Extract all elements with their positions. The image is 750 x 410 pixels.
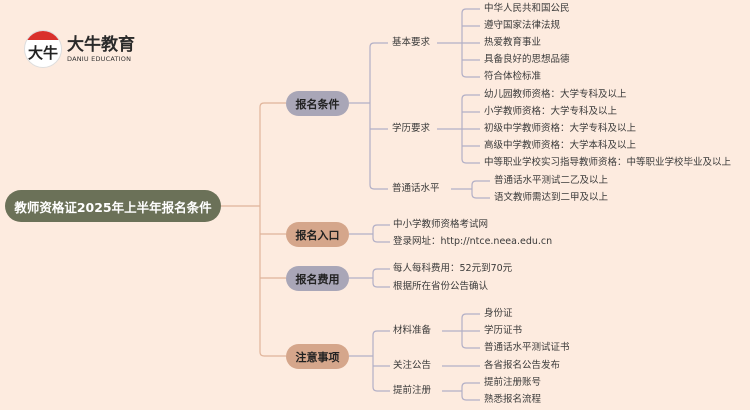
node-basic[interactable]: 基本要求 (392, 37, 431, 48)
node-education[interactable]: 学历要求 (392, 123, 431, 134)
logo-mark-text: 大牛 (27, 43, 58, 62)
leaf: 各省报名公告发布 (484, 360, 561, 371)
leaf: 中小学教师资格考试网 (393, 219, 489, 230)
leaf: 学历证书 (484, 325, 523, 336)
node-notes[interactable]: 注意事项 (286, 344, 349, 369)
node-register[interactable]: 提前注册 (393, 385, 432, 396)
node-mandarin[interactable]: 普通话水平 (392, 183, 440, 194)
leaf: 初级中学教师资格：大学专科及以上 (484, 123, 637, 134)
node-fee[interactable]: 报名费用 (286, 266, 349, 291)
leaf: 每人每科费用：52元到70元 (393, 263, 513, 274)
leaf: 提前注册账号 (484, 377, 542, 388)
leaf: 身份证 (484, 308, 513, 319)
logo: 大牛 大牛教育 DANIU EDUCATION (24, 30, 135, 68)
leaf: 遵守国家法律法规 (484, 20, 561, 31)
leaf: 普通话水平测试二乙及以上 (494, 175, 609, 186)
leaf: 语文教师需达到二甲及以上 (494, 192, 609, 203)
node-announce[interactable]: 关注公告 (393, 360, 432, 371)
logo-mark: 大牛 (24, 30, 62, 68)
leaf: 熟悉报名流程 (484, 394, 542, 405)
root-node[interactable]: 教师资格证2025年上半年报名条件 (5, 190, 221, 222)
logo-subtitle: DANIU EDUCATION (67, 54, 132, 63)
leaf: 中华人民共和国公民 (484, 3, 570, 14)
leaf: 普通话水平测试证书 (484, 342, 570, 353)
leaf: 中等职业学校实习指导教师资格：中等职业学校毕业及以上 (484, 157, 732, 168)
leaf: 幼儿园教师资格：大学专科及以上 (484, 89, 627, 100)
leaf: 热爱教育事业 (484, 37, 542, 48)
node-entry[interactable]: 报名入口 (286, 222, 349, 247)
leaf: 高级中学教师资格：大学本科及以上 (484, 140, 637, 151)
leaf: 符合体检标准 (484, 71, 542, 82)
logo-name: 大牛教育 (67, 34, 135, 55)
leaf: 具备良好的思想品德 (484, 54, 570, 65)
node-conditions[interactable]: 报名条件 (286, 91, 349, 116)
node-materials[interactable]: 材料准备 (393, 325, 432, 336)
leaf: 小学教师资格：大学专科及以上 (484, 106, 618, 117)
leaf: 根据所在省份公告确认 (393, 281, 489, 292)
leaf-url[interactable]: 登录网址：http://ntce.neea.edu.cn (393, 236, 553, 247)
